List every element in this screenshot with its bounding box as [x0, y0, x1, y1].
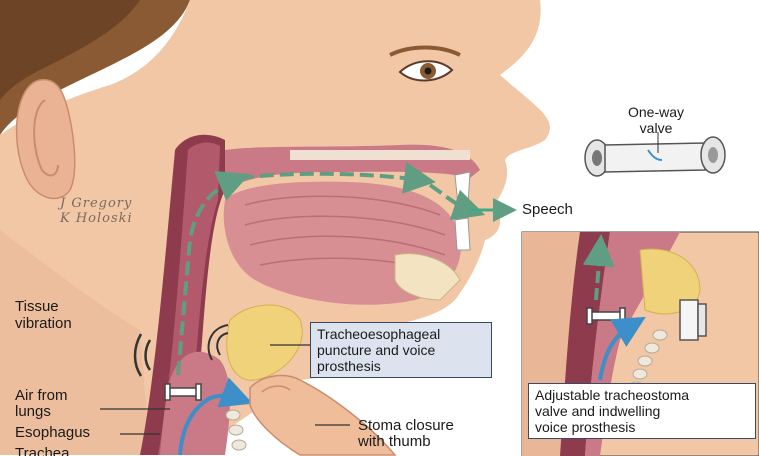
artist-signature: J Gregory K Holoski [60, 196, 133, 226]
voice-prosthesis [168, 388, 198, 396]
label-trachea: Trachea [15, 446, 69, 456]
callout-te-puncture: Tracheoesophageal puncture and voice pro… [310, 322, 492, 378]
label-tissue-vibration: Tissue vibration [15, 298, 72, 332]
callout-adjustable-valve: Adjustable tracheostoma valve and indwel… [528, 383, 756, 439]
label-stoma-closure: Stoma closure with thumb [358, 418, 454, 450]
label-air-from-lungs: Air from lungs [15, 388, 68, 420]
upper-teeth [455, 172, 470, 205]
lower-teeth [455, 218, 470, 250]
label-one-way-valve: One-way valve [628, 104, 684, 136]
label-speech: Speech [522, 202, 573, 218]
one-way-valve-device [585, 137, 725, 176]
label-esophagus: Esophagus [15, 425, 90, 441]
